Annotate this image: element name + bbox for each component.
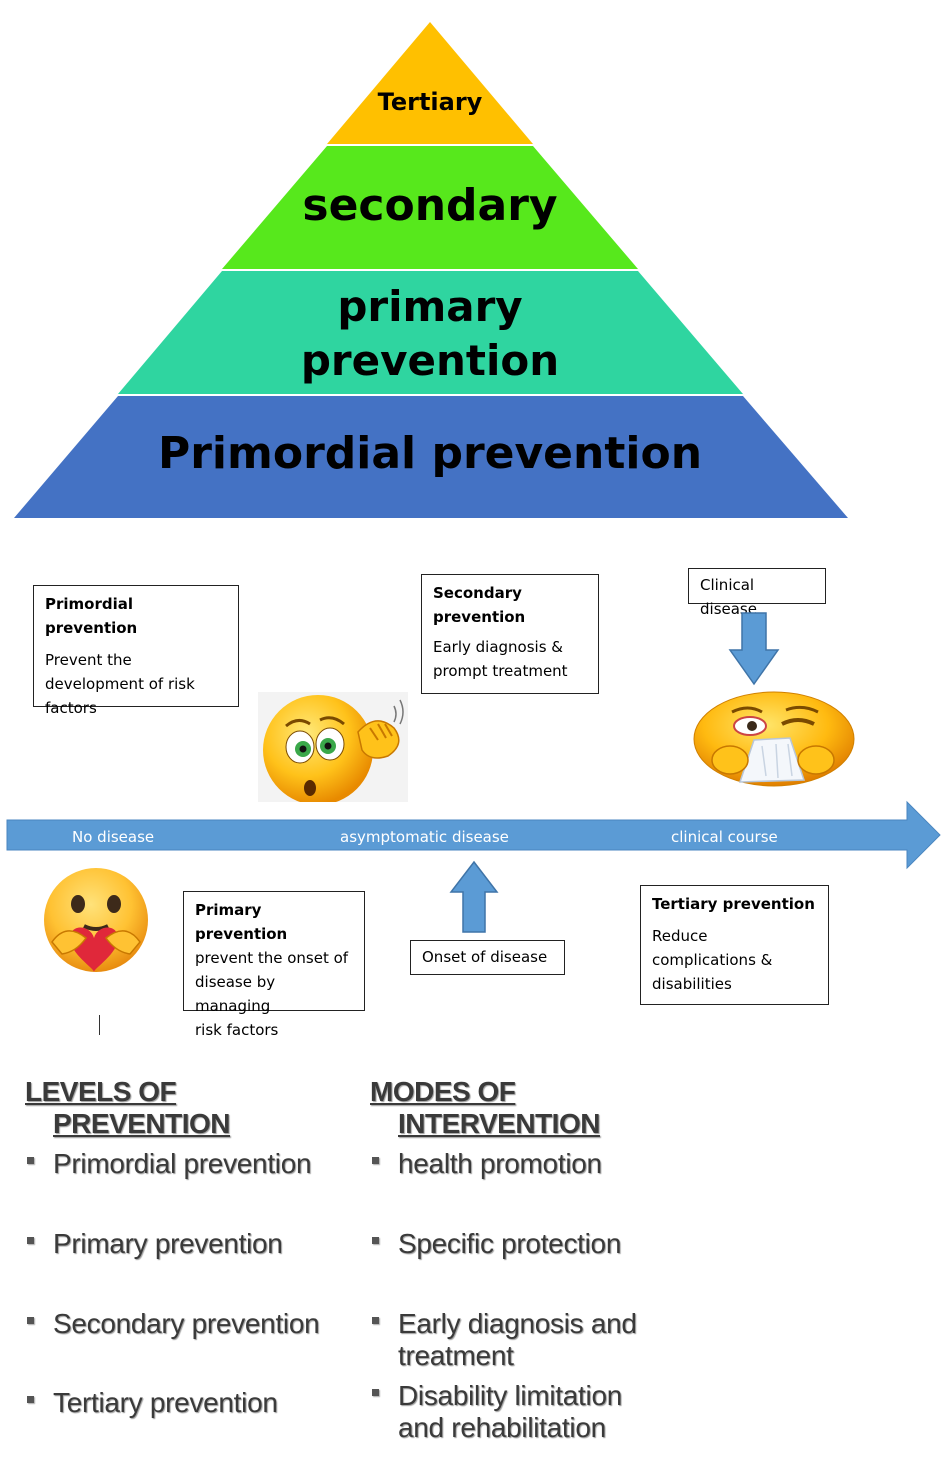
bullet-icon: [372, 1237, 379, 1244]
level-item: Tertiary prevention: [53, 1387, 278, 1418]
secondary-box-line: Early diagnosis &: [433, 638, 563, 656]
mode-item: health promotion: [398, 1148, 602, 1179]
bullet-icon: [372, 1317, 379, 1324]
timeline-label-no-disease: No disease: [72, 828, 155, 846]
bullet-icon: [372, 1157, 379, 1164]
tertiary-box-line: complications &: [652, 951, 773, 969]
primordial-box-line: development of risk: [45, 675, 195, 693]
primary-box-line: risk factors: [195, 1021, 279, 1039]
modes-heading-line1: MODES OF: [370, 1076, 516, 1107]
tertiary-box-title: Tertiary prevention: [652, 895, 815, 913]
mode-item-continued: and rehabilitation: [398, 1412, 606, 1443]
worried-emoji-icon: [258, 692, 408, 802]
bullet-icon: [27, 1157, 34, 1164]
onset-of-disease-label: Onset of disease: [422, 948, 548, 966]
clinical-disease-box: Clinical disease: [688, 568, 826, 618]
secondary-box-title-line2: prevention: [433, 608, 526, 626]
mode-item-continued: treatment: [398, 1340, 514, 1371]
pyramid-tier-primordial: [14, 396, 848, 518]
pyramid-label-tertiary: Tertiary: [377, 88, 483, 116]
pyramid-label-primary-line1: primary: [337, 282, 523, 331]
tertiary-prevention-box: Tertiary prevention Reduce complications…: [640, 885, 829, 1005]
secondary-prevention-box: Secondary prevention Early diagnosis & p…: [421, 574, 599, 694]
timeline-label-asymptomatic: asymptomatic disease: [340, 828, 509, 846]
pyramid-tier-primary: [118, 271, 743, 394]
tertiary-box-line: Reduce: [652, 927, 708, 945]
primary-prevention-box: Primary prevention prevent the onset of …: [183, 891, 365, 1039]
pyramid-label-primordial: Primordial prevention: [157, 428, 703, 479]
primordial-box-title: Primordial prevention: [45, 595, 138, 637]
onset-of-disease-box: Onset of disease: [410, 940, 565, 975]
pyramid-tier-secondary: [222, 146, 638, 269]
primary-box-line: disease by managing: [195, 973, 276, 1015]
care-hug-emoji-icon: [44, 868, 148, 972]
modes-heading-line2: INTERVENTION: [398, 1108, 600, 1139]
levels-heading-line1: LEVELS OF: [25, 1076, 177, 1107]
bullet-icon: [27, 1317, 34, 1324]
pyramid-label-secondary: secondary: [302, 180, 558, 231]
pyramid-label-primary: primary prevention: [0, 280, 860, 388]
level-item: Primordial prevention: [53, 1148, 312, 1179]
prevention-pyramid: [14, 22, 848, 518]
secondary-box-line: prompt treatment: [433, 662, 568, 680]
pyramid-label-primary-line2: prevention: [300, 336, 560, 385]
sick-emoji-icon: [693, 691, 855, 787]
bullet-icon: [372, 1389, 379, 1396]
mode-item: Early diagnosis and: [398, 1308, 637, 1339]
mode-item: Specific protection: [398, 1228, 622, 1259]
level-item: Primary prevention: [53, 1228, 283, 1259]
primary-box-line: prevent the onset of: [195, 949, 349, 967]
primary-box-title: Primary prevention: [195, 901, 288, 943]
primordial-prevention-box: Primordial prevention Prevent the develo…: [33, 585, 239, 717]
up-arrow-icon: [449, 860, 499, 933]
mode-item: Disability limitation: [398, 1380, 622, 1411]
primordial-box-line: factors: [45, 699, 97, 717]
tertiary-box-line: disabilities: [652, 975, 732, 993]
bullet-icon: [27, 1237, 34, 1244]
timeline-label-clinical-course: clinical course: [671, 828, 778, 846]
level-item: Secondary prevention: [53, 1308, 320, 1339]
secondary-box-title-line1: Secondary: [433, 584, 522, 602]
disease-timeline-arrow: [6, 800, 941, 870]
primordial-box-line: Prevent the: [45, 651, 132, 669]
divider-tick: [99, 1015, 100, 1035]
levels-heading-line2: PREVENTION: [53, 1108, 231, 1139]
bullet-icon: [27, 1396, 34, 1403]
pyramid-tier-tertiary: [327, 22, 533, 144]
down-arrow-icon: [728, 612, 780, 686]
